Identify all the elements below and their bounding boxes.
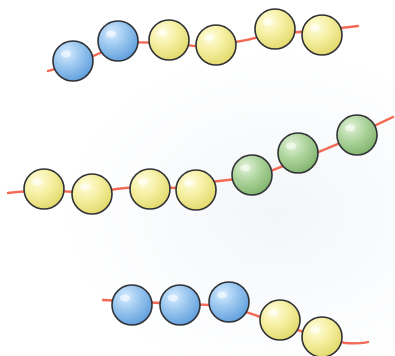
strand-1-bead-2-blue	[97, 20, 139, 62]
strand-2-bead-5-green	[231, 154, 273, 196]
strand-2-bead-2-yellow	[71, 173, 113, 215]
strand-3-bead-5-yellow	[301, 316, 343, 356]
beads-layer	[23, 8, 378, 356]
strand-3-bead-3-blue	[208, 281, 250, 323]
strand-1-bead-4-yellow	[195, 24, 237, 66]
strand-2-bead-4-yellow	[175, 169, 217, 211]
strand-1-bead-6-yellow	[301, 14, 343, 56]
strand-3-bead-4-yellow	[259, 299, 301, 341]
strand-3-bead-2-blue	[159, 284, 201, 326]
strand-1-bead-1-blue	[52, 40, 94, 82]
strand-2-bead-3-yellow	[129, 168, 171, 210]
strand-1-bead-3-yellow	[148, 19, 190, 61]
strand-2-bead-6-green	[277, 132, 319, 174]
strand-2-bead-1-yellow	[23, 168, 65, 210]
strand-1-bead-5-yellow	[254, 8, 296, 50]
strand-3-bead-1-blue	[111, 284, 153, 326]
strand-2-bead-7-green	[336, 114, 378, 156]
